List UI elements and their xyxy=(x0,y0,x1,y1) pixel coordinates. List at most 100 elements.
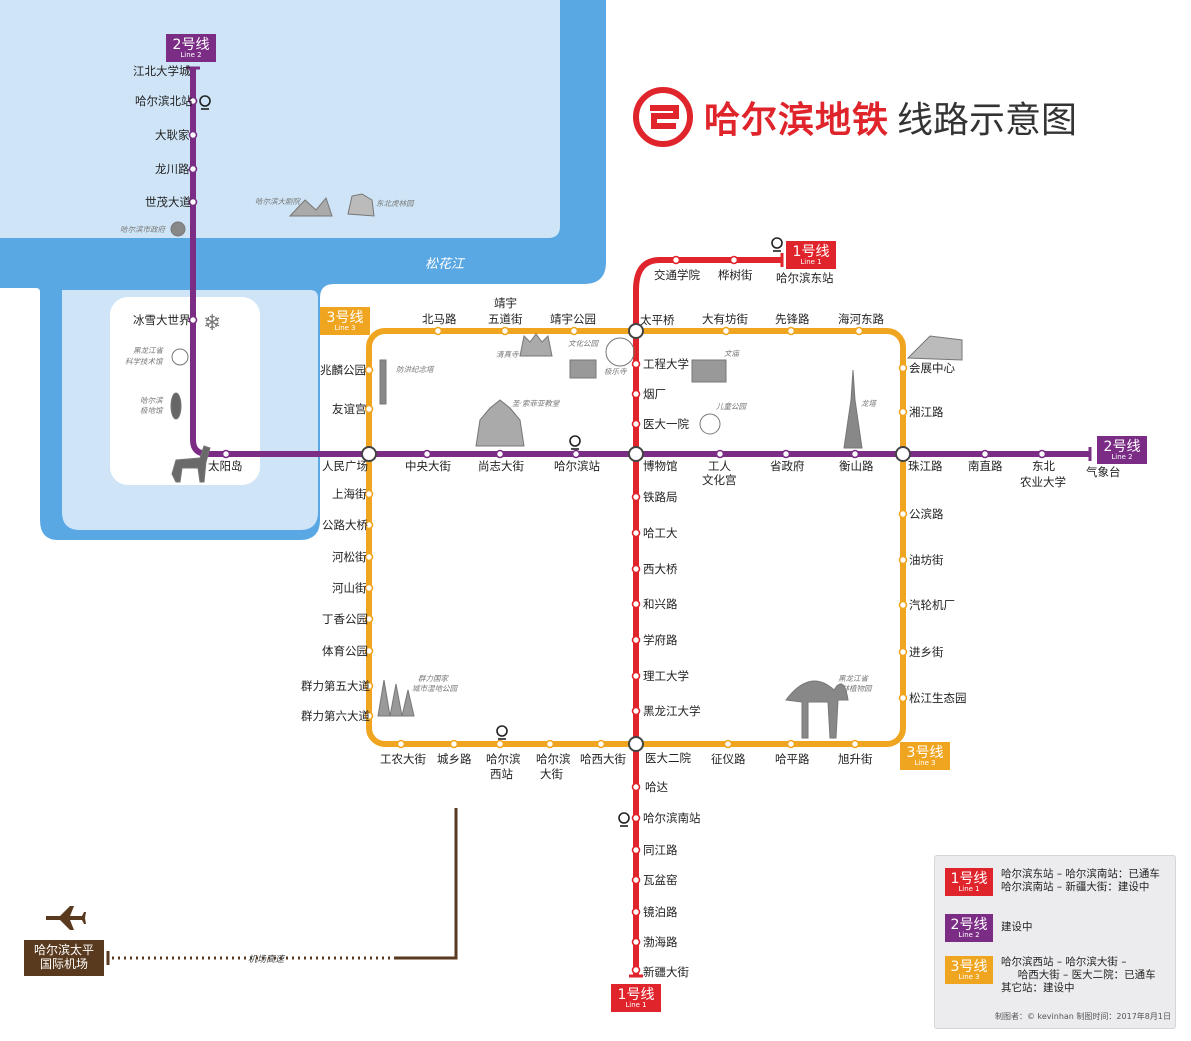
legend-text: 哈尔滨东站 – 哈尔滨南站：已通车 哈尔滨南站 – 新疆大街：建设中 xyxy=(1001,868,1160,893)
station-label: 烟厂 xyxy=(643,387,666,401)
station-label: 哈平路 xyxy=(775,752,810,766)
interchanges xyxy=(361,323,911,752)
mosque-icon xyxy=(519,333,553,357)
legend: 1号线 Line 1 哈尔滨东站 – 哈尔滨南站：已通车 哈尔滨南站 – 新疆大… xyxy=(934,855,1176,1029)
station-label: 城乡路 xyxy=(437,752,472,766)
line2-top-badge: 2号线 Line 2 xyxy=(166,34,216,62)
station-label: 公路大桥 xyxy=(322,518,368,532)
train-icon xyxy=(771,237,783,252)
line3-bottom-badge: 3号线 Line 3 xyxy=(900,742,950,770)
wetland-icon xyxy=(377,679,415,717)
badge-en: Line 3 xyxy=(914,758,936,767)
station-label: 进乡街 xyxy=(909,645,944,659)
badge-en: Line 3 xyxy=(958,972,980,981)
harbin-metro-logo-icon xyxy=(633,87,693,147)
landmark-label: 群力国家 xyxy=(418,674,449,683)
station-label: 渤海路 xyxy=(643,935,678,949)
snowflake-icon: ❄ xyxy=(203,311,221,336)
badge-number: 2号线 xyxy=(950,916,988,933)
station-label: 医大二院 xyxy=(645,751,691,765)
station-label: 理工大学 xyxy=(643,669,689,683)
station-label: 哈尔滨 xyxy=(536,752,571,766)
landmark-label: 文化公园 xyxy=(568,339,599,348)
airport-expressway xyxy=(396,808,458,960)
landmark-label: 黑龙江省 xyxy=(133,346,164,355)
landmark-label: 文庙 xyxy=(724,349,740,358)
badge-en: Line 2 xyxy=(1111,452,1133,461)
line1-bottom-badge: 1号线 Line 1 xyxy=(611,984,661,1012)
station-label: 镜泊路 xyxy=(643,905,678,919)
water-areas xyxy=(0,0,606,540)
station-label: 工农大街 xyxy=(380,752,426,766)
badge-en: Line 2 xyxy=(958,930,980,939)
legend-item-line3: 3号线 Line 3 哈尔滨西站 – 哈尔滨大街 – 哈西大街 – 医大二院：已… xyxy=(945,956,1156,995)
station-label: 大有坊街 xyxy=(702,312,748,326)
temple-icon xyxy=(569,359,597,379)
station-label: 哈尔滨 xyxy=(486,752,521,766)
landmark-label: 科学技术馆 xyxy=(125,357,164,366)
penguin-icon xyxy=(170,392,182,420)
airplane-icon xyxy=(46,906,86,930)
badge-number: 3号线 xyxy=(950,958,988,975)
station-label: 友谊宫 xyxy=(332,402,367,416)
station-label: 大街 xyxy=(540,767,563,781)
station-label: 西大桥 xyxy=(643,562,678,576)
river-label: 松花江 xyxy=(425,257,466,272)
station-label: 博物馆 xyxy=(643,459,678,473)
station-label: 五道街 xyxy=(488,312,523,326)
legend-text: 建设中 xyxy=(1001,921,1033,933)
station-label: 冰雪大世界 xyxy=(133,313,191,327)
station-label: 油坊街 xyxy=(909,553,944,567)
legend-badge: 3号线 Line 3 xyxy=(945,956,993,984)
legend-text: 哈尔滨西站 – 哈尔滨大街 – 哈西大街 – 医大二院：已通车 其它站：建设中 xyxy=(1001,956,1156,994)
badge-en: Line 1 xyxy=(625,1000,647,1009)
railway-station-icons xyxy=(199,95,783,827)
landmark-label: 哈尔滨大剧院 xyxy=(255,197,301,206)
station-label: 同江路 xyxy=(643,843,678,857)
sofia-cathedral-icon xyxy=(475,399,525,447)
airport-line1: 哈尔滨太平 xyxy=(33,943,94,958)
forest-icon xyxy=(785,680,849,739)
station-label: 哈尔滨南站 xyxy=(643,811,701,825)
landmark-label: 清真寺 xyxy=(496,350,520,359)
station-label: 丁香公园 xyxy=(322,612,368,626)
airport-label: 哈尔滨太平 国际机场 xyxy=(24,940,104,976)
station-label: 靖宇公园 xyxy=(550,312,596,326)
tiger-icon xyxy=(347,193,375,217)
landmark-labels: 哈尔滨大剧院 东北虎林园 哈尔滨市政府 黑龙江省 科学技术馆 哈尔滨 极地馆 防… xyxy=(120,197,877,693)
legend-item-line2: 2号线 Line 2 建设中 xyxy=(945,914,1033,942)
landmark-pictograms: ❄ xyxy=(170,193,963,739)
station-dots xyxy=(188,96,1047,975)
station-label: 太平桥 xyxy=(640,313,675,327)
station-label: 哈尔滨东站 xyxy=(776,271,834,285)
landmark-label: 龙塔 xyxy=(861,399,877,408)
expressway-label: 机场高速 xyxy=(248,954,286,965)
sun-island xyxy=(110,297,260,485)
station-label: 上海街 xyxy=(332,487,367,501)
interchange-taiping xyxy=(628,323,644,339)
badge-number: 2号线 xyxy=(172,36,210,53)
station-label: 湘江路 xyxy=(909,405,944,419)
station-label: 气象台 xyxy=(1086,465,1121,479)
badge-number: 3号线 xyxy=(326,309,364,326)
title-main: 哈尔滨地铁 xyxy=(704,100,890,141)
station-label: 人民广场 xyxy=(322,459,368,473)
station-label: 河山街 xyxy=(332,581,367,595)
flood-tower-icon xyxy=(379,359,387,405)
landmark-label: 极乐寺 xyxy=(604,367,628,376)
expo-center-icon xyxy=(906,335,963,361)
station-label: 农业大学 xyxy=(1020,475,1066,489)
station-label: 尚志大街 xyxy=(478,459,524,473)
ferris-wheel-icon xyxy=(605,337,635,367)
confucius-temple-icon xyxy=(691,359,727,383)
station-label: 哈西大街 xyxy=(580,752,626,766)
badge-en: Line 1 xyxy=(800,257,822,266)
station-label: 哈达 xyxy=(645,780,668,794)
songhua-river-water xyxy=(0,0,560,248)
interchange-renmin xyxy=(361,446,377,462)
station-label: 松江生态园 xyxy=(909,691,967,705)
dragon-tower-icon xyxy=(843,369,863,449)
atom-icon xyxy=(171,348,189,366)
station-label: 江北大学城 xyxy=(133,64,191,78)
